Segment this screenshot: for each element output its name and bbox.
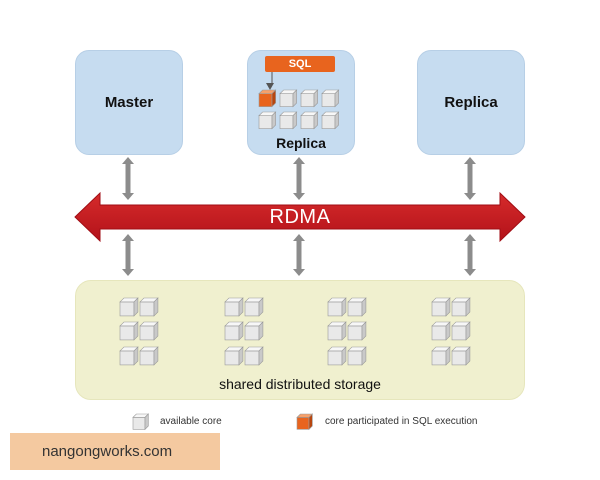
master-label: Master (104, 94, 154, 111)
storage-core-g3-1 (327, 297, 347, 317)
storage-core-g1-6 (139, 346, 159, 366)
storage-core-g2-1 (224, 297, 244, 317)
legend-available-label: available core (160, 416, 222, 427)
storage-core-g2-4 (244, 321, 264, 341)
rdma-bus-arrow (74, 191, 526, 243)
replica-core-5 (258, 111, 277, 130)
replica-core-2 (279, 89, 298, 108)
storage-core-g1-4 (139, 321, 159, 341)
storage-core-g4-6 (451, 346, 471, 366)
storage-core-g4-5 (431, 346, 451, 366)
legend-participated-core-icon (296, 413, 314, 431)
storage-core-g1-1 (119, 297, 139, 317)
storage-label: shared distributed storage (219, 376, 381, 392)
storage-core-g4-3 (431, 321, 451, 341)
replica-right-node: Replica (417, 50, 525, 155)
rdma-label: RDMA (269, 206, 331, 228)
storage-core-g4-4 (451, 321, 471, 341)
storage-core-g3-2 (347, 297, 367, 317)
storage-core-g1-3 (119, 321, 139, 341)
legend-available-core-icon (132, 413, 150, 431)
sql-badge: SQL (265, 56, 335, 72)
watermark: nangongworks.com (10, 433, 220, 470)
arrow-node-to-bus-2 (293, 157, 305, 200)
sql-connector-arrowhead (266, 83, 274, 90)
replica-core-6 (279, 111, 298, 130)
replica-center-label: Replica (276, 135, 326, 151)
storage-core-g2-3 (224, 321, 244, 341)
storage-core-g1-5 (119, 346, 139, 366)
replica-core-7 (300, 111, 319, 130)
arrow-bus-to-storage-2 (293, 234, 305, 276)
arrow-bus-to-storage-3 (464, 234, 476, 276)
storage-core-g3-5 (327, 346, 347, 366)
storage-core-g3-6 (347, 346, 367, 366)
storage-core-g2-2 (244, 297, 264, 317)
replica-core-1 (258, 89, 277, 108)
replica-core-3 (300, 89, 319, 108)
replica-right-label: Replica (444, 94, 498, 111)
storage-core-g3-4 (347, 321, 367, 341)
replica-core-8 (321, 111, 340, 130)
arrow-bus-to-storage-1 (122, 234, 134, 276)
vertical-arrows (122, 157, 476, 276)
storage-core-grid (119, 297, 471, 366)
sql-connector-arrow (268, 72, 273, 85)
replica-core-4 (321, 89, 340, 108)
storage-core-g2-6 (244, 346, 264, 366)
legend-icons (132, 413, 314, 431)
storage-core-g3-3 (327, 321, 347, 341)
legend-participated-label: core participated in SQL execution (325, 416, 478, 427)
replica-core-grid (258, 89, 340, 130)
storage-core-g2-5 (224, 346, 244, 366)
storage-core-g4-2 (451, 297, 471, 317)
storage-core-g1-2 (139, 297, 159, 317)
arrow-node-to-bus-1 (122, 157, 134, 200)
master-node: Master (75, 50, 183, 155)
storage-core-g4-1 (431, 297, 451, 317)
arrow-node-to-bus-3 (464, 157, 476, 200)
